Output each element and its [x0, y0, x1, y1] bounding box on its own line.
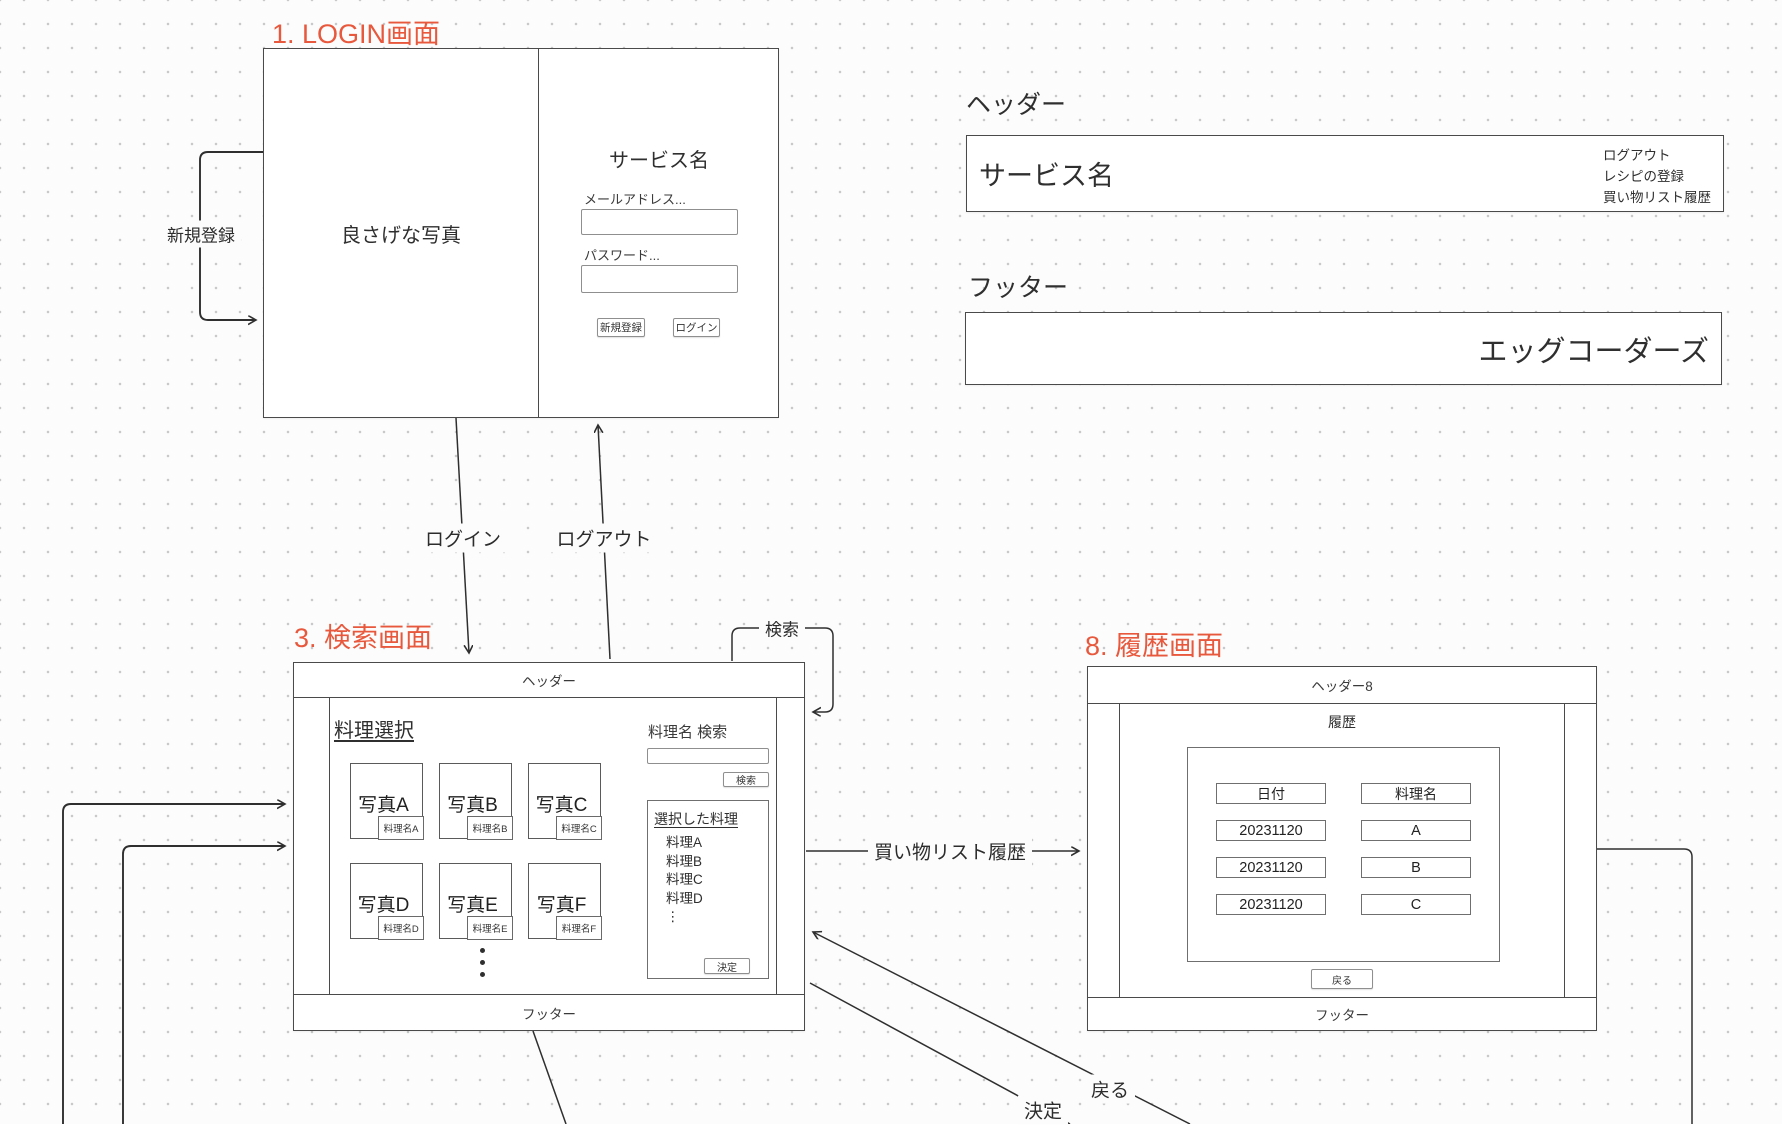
selected-dish-item: 料理D [666, 890, 703, 906]
dish-search-input[interactable] [647, 748, 769, 764]
header-service-name: サービス名 [979, 161, 1114, 191]
dish-name-badge: 料理名E [467, 916, 513, 940]
search-left-margin-line [329, 698, 331, 994]
photo-title: 写真F [536, 895, 587, 916]
search-right-margin-line [776, 698, 778, 994]
more-photos-ellipsis [477, 941, 487, 984]
photo-title: 写真D [357, 895, 410, 916]
history-footer-bar: フッター [1088, 997, 1596, 1030]
history-left-margin-line [1119, 704, 1121, 997]
photo-title: 写真B [447, 795, 498, 816]
header-component-label: ヘッダー [966, 91, 1067, 119]
col-header-dish: 料理名 [1361, 783, 1471, 804]
dish-select-heading: 料理選択 [334, 720, 414, 742]
dish-name-badge: 料理名A [378, 816, 424, 840]
photo-card-d[interactable]: 写真D 料理名D [350, 863, 424, 940]
search-header-bar: ヘッダー [294, 663, 804, 698]
history-right-margin-line [1564, 704, 1566, 997]
footer-component-frame[interactable]: エッグコーダーズ [965, 312, 1722, 385]
search-footer-bar: フッター [294, 994, 804, 1030]
edge-history-return [1597, 848, 1693, 1124]
edge-label-logout: ログアウト [550, 523, 658, 553]
dish-search-label: 料理名 検索 [648, 724, 728, 741]
register-button[interactable]: 新規登録 [597, 318, 645, 337]
header-link-recipe-register[interactable]: レシピの登録 [1603, 169, 1684, 184]
history-screen-title: 8. 履歴画面 [1085, 631, 1224, 661]
selected-dish-item: 料理A [666, 835, 703, 850]
login-service-name: サービス名 [609, 150, 709, 172]
photo-card-e[interactable]: 写真E 料理名E [439, 863, 513, 940]
email-input[interactable] [581, 209, 738, 235]
selected-dishes-title: 選択した料理 [654, 811, 738, 827]
back-button[interactable]: 戻る [1311, 969, 1373, 989]
edge-label-shopping-history: 買い物リスト履歴 [867, 836, 1033, 866]
footer-brand: エッグコーダーズ [1478, 335, 1709, 368]
edge-label-back: 戻る [1084, 1074, 1136, 1104]
photo-title: 写真C [535, 795, 588, 816]
dish-cell: C [1361, 894, 1471, 915]
password-label: パスワード... [584, 248, 660, 263]
edge-label-login: ログイン [418, 523, 508, 553]
dish-cell: B [1361, 857, 1471, 878]
selected-dish-item: 料理C [666, 872, 703, 887]
edge-label-confirm: 決定 [1017, 1095, 1069, 1125]
edge-label-search: 検索 [759, 614, 805, 642]
email-label: メールアドレス... [584, 192, 686, 207]
more-items-ellipsis: ⋮ [666, 909, 680, 924]
selected-dishes-box: 選択した料理 料理A 料理B 料理C 料理D ⋮ 決定 [647, 800, 769, 979]
date-cell: 20231120 [1216, 820, 1326, 841]
login-divider [538, 49, 540, 417]
history-header-bar: ヘッダー8 [1088, 667, 1596, 704]
photo-card-c[interactable]: 写真C 料理名C [528, 763, 602, 840]
edge-next-screen [532, 1030, 567, 1124]
password-input[interactable] [581, 265, 738, 293]
photo-title: 写真A [358, 795, 409, 816]
photo-card-f[interactable]: 写真F 料理名F [528, 863, 602, 940]
history-heading: 履歴 [1328, 714, 1356, 730]
login-screen-frame[interactable]: 良さげな写真 サービス名 メールアドレス... パスワード... 新規登録 ログ… [263, 48, 779, 418]
dish-name-badge: 料理名C [556, 816, 602, 840]
dish-name-badge: 料理名F [556, 916, 602, 940]
selected-dish-item: 料理B [666, 853, 703, 869]
edge-left-inner [122, 846, 285, 1124]
col-header-date: 日付 [1216, 783, 1326, 804]
header-link-shopping-list-history[interactable]: 買い物リスト履歴 [1603, 190, 1711, 205]
login-screen-title: 1. LOGIN画面 [272, 19, 441, 49]
edge-label-register: 新規登録 [161, 220, 241, 248]
photo-card-a[interactable]: 写真A 料理名A [350, 763, 424, 840]
search-screen-title: 3. 検索画面 [294, 623, 433, 653]
photo-card-b[interactable]: 写真B 料理名B [439, 763, 513, 840]
header-link-logout[interactable]: ログアウト [1603, 148, 1671, 163]
header-component-frame[interactable]: サービス名 ログアウト レシピの登録 買い物リスト履歴 [966, 135, 1724, 212]
date-cell: 20231120 [1216, 894, 1326, 915]
search-submit-button[interactable]: 検索 [723, 772, 769, 787]
edge-left-outer [62, 804, 285, 1124]
confirm-button[interactable]: 決定 [704, 958, 750, 974]
footer-component-label: フッター [968, 274, 1069, 302]
history-table-box: 日付 料理名 20231120 A 20231120 B 20231120 C [1187, 747, 1500, 962]
date-cell: 20231120 [1216, 857, 1326, 878]
login-photo-placeholder: 良さげな写真 [341, 224, 461, 247]
dish-cell: A [1361, 820, 1471, 841]
dish-name-badge: 料理名D [378, 916, 424, 940]
search-screen-frame[interactable]: ヘッダー フッター 料理選択 写真A 料理名A 写真B 料理名B 写真C 料理名… [293, 662, 805, 1031]
login-button[interactable]: ログイン [673, 318, 720, 337]
photo-title: 写真E [447, 895, 498, 916]
history-screen-frame[interactable]: ヘッダー8 フッター 履歴 日付 料理名 20231120 A 20231120… [1087, 666, 1597, 1031]
dish-name-badge: 料理名B [467, 816, 513, 840]
